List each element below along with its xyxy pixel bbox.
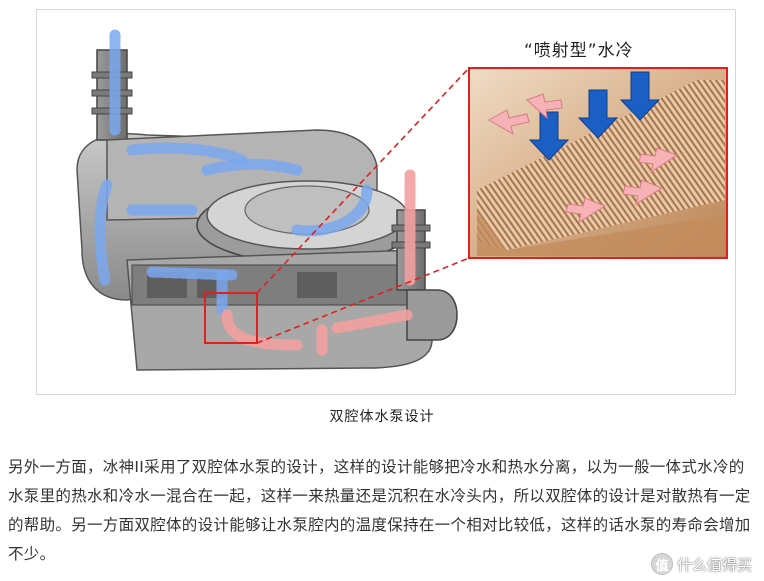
cold-water-flow-arrows xyxy=(94,29,373,316)
dual-chamber-pump-illustration xyxy=(76,29,728,371)
site-watermark: 值 什么值得买 xyxy=(650,553,752,575)
inset-title: “喷射型”水冷 xyxy=(524,41,634,61)
hot-water-flow-arrows xyxy=(221,169,416,356)
jet-cooling-inset xyxy=(468,67,728,259)
watermark-logo-icon: 值 xyxy=(650,553,673,575)
zoom-leader-lines xyxy=(256,67,470,344)
impeller-highlight-box xyxy=(204,292,258,344)
figure-frame: “喷射型”水冷 xyxy=(36,9,736,395)
figure-caption: 双腔体水泵设计 xyxy=(329,409,435,425)
watermark-text: 什么值得买 xyxy=(676,555,752,574)
article-paragraph: 另外一方面，冰神II采用了双腔体水泵的设计，这样的设计能够把冷水和热水分离，以为… xyxy=(8,458,751,563)
